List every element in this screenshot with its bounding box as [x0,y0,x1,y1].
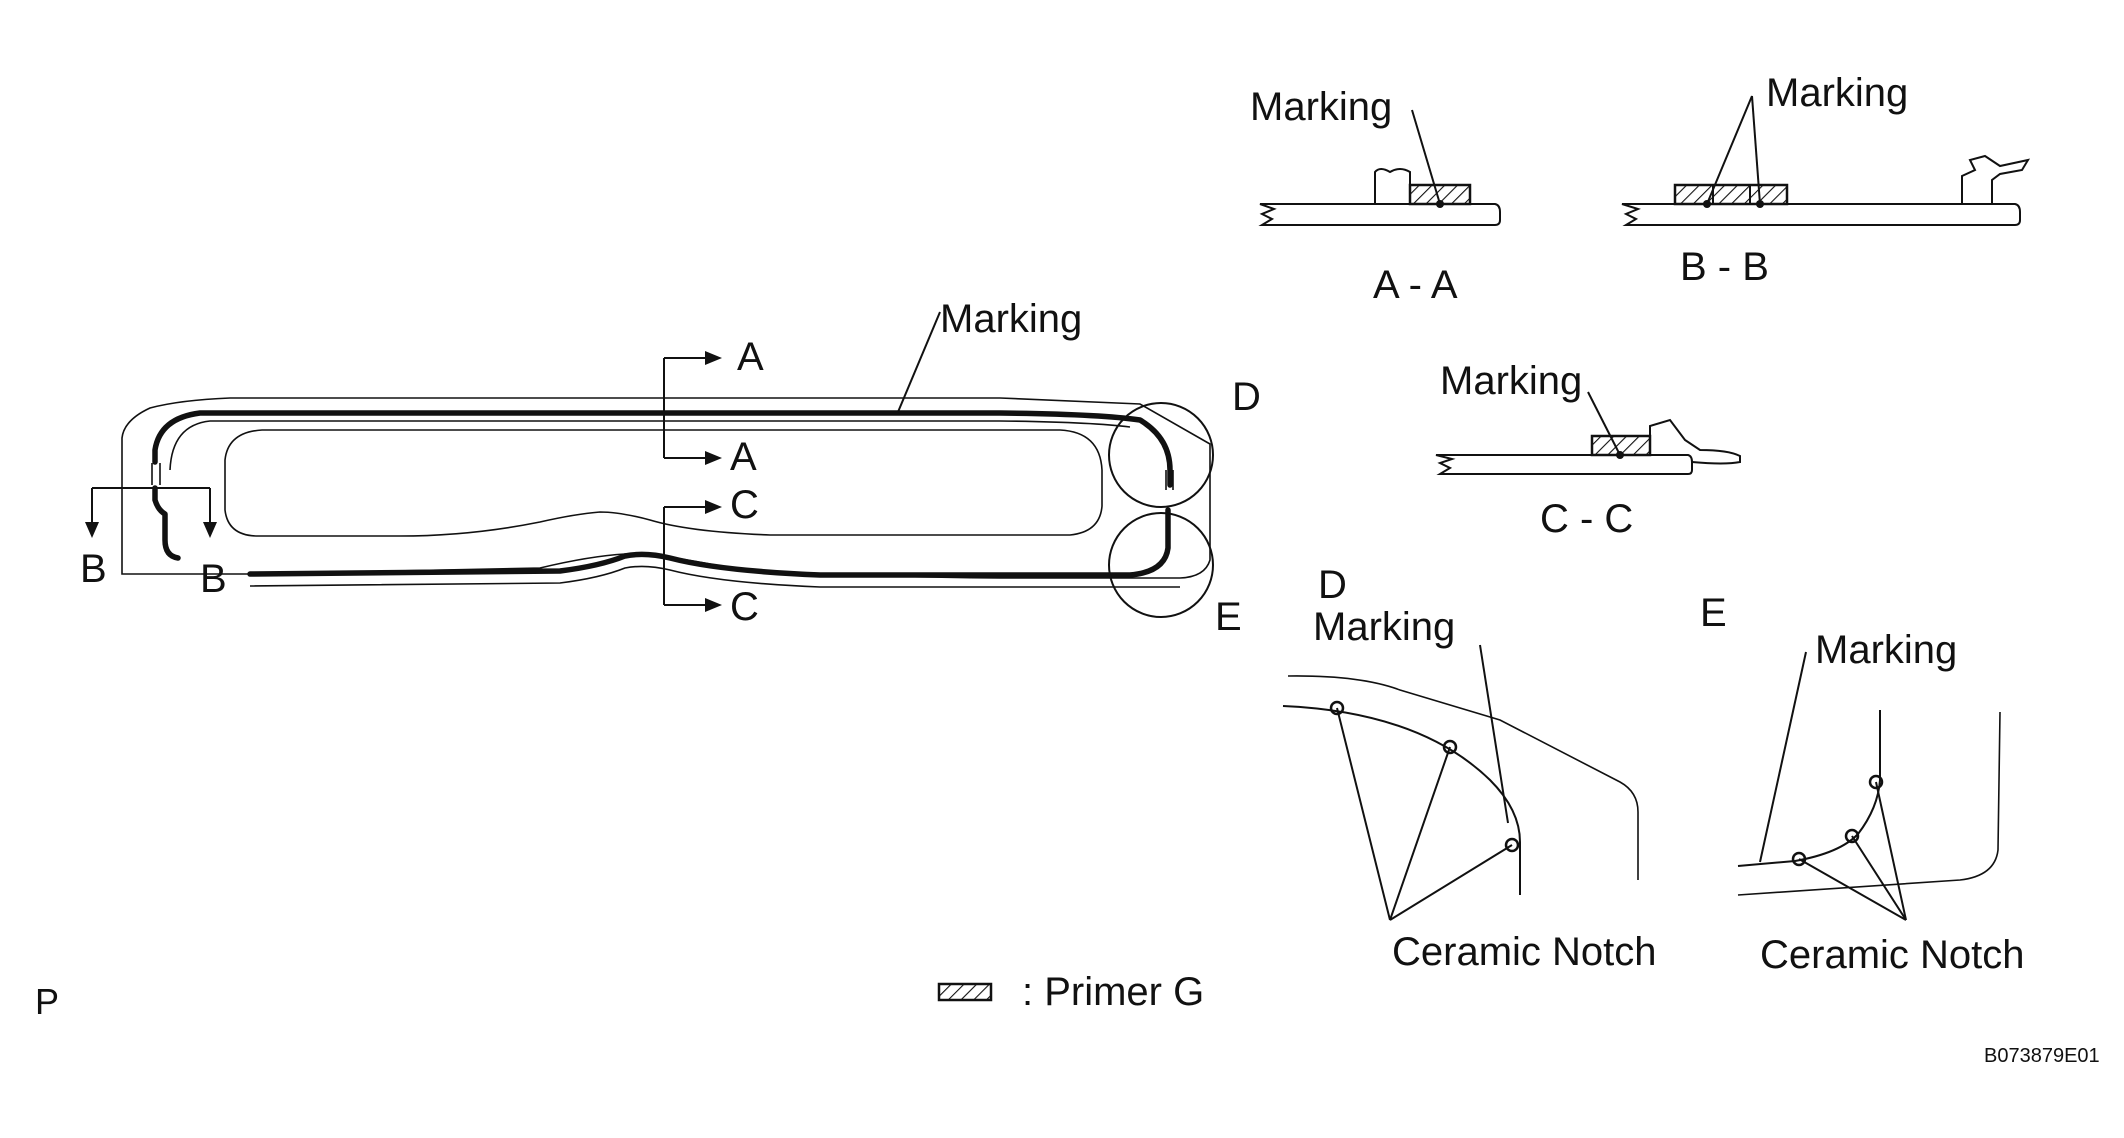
section-cut-c [663,500,722,612]
detail-label-d: D [1232,375,1261,419]
ceramic-notch-label-e: Ceramic Notch [1760,933,2025,977]
circle-marker-icon [1868,774,1884,790]
windshield-overview: Marking A A C C B B D E [80,297,1261,639]
section-cc-view: Marking C - C [1435,359,1741,541]
marking-band-bottom-inner [249,565,1180,588]
section-label-c-bottom: C [730,585,759,629]
hatched-rectangle-icon [937,982,993,1002]
section-label-b-right: B [200,557,227,601]
arrow-icon [203,522,217,538]
circle-marker-icon [1442,739,1458,755]
arrow-icon [705,500,722,514]
section-aa-label: A - A [1373,263,1458,307]
legend-text: : Primer G [1022,970,1204,1014]
section-label-a-bottom: A [730,435,757,479]
detail-label-e: E [1215,595,1242,639]
glass-outline [121,397,1211,579]
circle-marker-icon [1844,828,1860,844]
section-label-c-top: C [730,483,759,527]
glass-inner-opening [224,429,1103,537]
arrow-icon [705,598,722,612]
legend: : Primer G [937,970,1204,1014]
marking-band-top [152,410,1173,488]
detail-circle-d [1108,402,1214,508]
arrow-icon [705,451,722,465]
section-cc-label: C - C [1540,497,1633,541]
marking-label-d: Marking [1313,605,1455,649]
marking-label-bb: Marking [1766,71,1908,115]
detail-d-view: D Marking Ceramic Notch [1282,563,1657,974]
ceramic-notch-label-d: Ceramic Notch [1392,930,1657,974]
section-label-a-top: A [737,335,764,379]
section-aa-view: Marking A - A [1250,85,1501,307]
marking-band-bottom [247,507,1171,578]
section-cut-b [85,487,217,538]
marking-band-left [152,485,181,561]
detail-circle-e [1108,512,1214,618]
figure-code: B073879E01 [1984,1045,2100,1067]
circle-marker-icon [1791,851,1807,867]
marking-band-top-inner [169,420,1131,471]
section-bb-view: Marking B - B [1621,71,2031,289]
marking-label-e: Marking [1815,628,1957,672]
marking-label-aa: Marking [1250,85,1392,129]
view-marker: P [35,981,59,1022]
section-bb-label: B - B [1680,245,1769,289]
marking-label-cc: Marking [1440,359,1582,403]
section-cut-a [663,351,722,465]
detail-e-title: E [1700,591,1727,635]
marking-label-main: Marking [940,297,1082,341]
arrow-icon [85,522,99,538]
arrow-icon [705,351,722,365]
circle-marker-icon [1504,837,1520,853]
circle-marker-icon [1329,700,1345,716]
section-label-b-left: B [80,547,107,591]
detail-e-view: E Marking Ceramic Notch [1700,591,2025,977]
detail-d-title: D [1318,563,1347,607]
hatched-rectangle-icon [1673,183,1789,206]
